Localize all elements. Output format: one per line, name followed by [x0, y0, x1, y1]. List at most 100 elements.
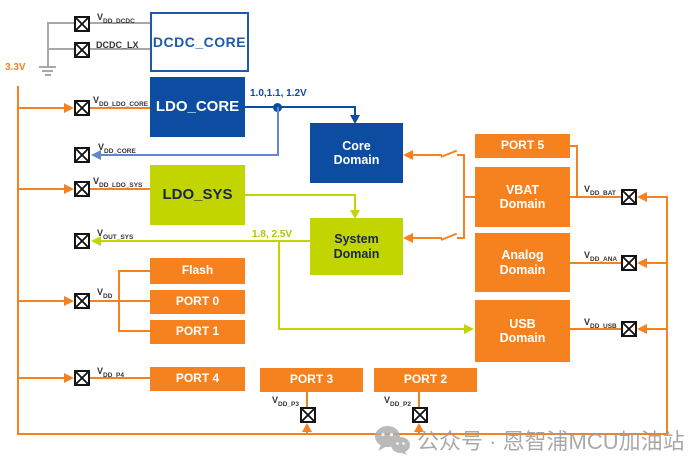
- wire-3v3-right-rail: [666, 196, 668, 435]
- wire-vdd-to-port1: [118, 330, 150, 332]
- pin-label-dcdc-lx: DCDC_LX: [96, 40, 139, 50]
- supply-arrow-up-icon: [9, 72, 27, 86]
- port2-label: PORT 2: [403, 372, 448, 387]
- wire-ldo-core-out: [245, 106, 356, 108]
- pin-label-vdd-core: VDD_CORE: [98, 142, 136, 155]
- arrow-into-vdd: [64, 296, 74, 306]
- wire-port2-to-pin: [418, 392, 420, 407]
- port5-label: PORT 5: [500, 138, 545, 153]
- arrow-into-vdd-p3: [302, 423, 312, 432]
- arrow-into-usb-domain: [464, 324, 474, 334]
- wire-3v3-bottom-rail: [17, 433, 668, 435]
- arrow-into-vdd-bat: [637, 192, 647, 202]
- arrow-into-core-domain-top: [350, 115, 360, 124]
- pin-vdd-p3: [300, 407, 316, 423]
- usb-domain-label: USB Domain: [499, 316, 546, 345]
- pin-vout-sys: [74, 233, 90, 249]
- pin-label-vdd-p3: VDD_P3: [272, 395, 299, 408]
- ldo-core-label: LDO_CORE: [155, 98, 240, 116]
- pin-label-vdd-p4: VDD_P4: [97, 366, 124, 379]
- usb-domain-block: USB Domain: [475, 300, 570, 362]
- wire-rail-to-vdd-usb: [645, 328, 666, 330]
- vbat-domain-label: VBAT Domain: [499, 182, 546, 211]
- wire-ldo-sys-out: [245, 194, 356, 196]
- flash-block: Flash: [150, 258, 245, 284]
- wire-rail-to-vdd-bat: [645, 196, 666, 198]
- port5-block: PORT 5: [475, 134, 570, 158]
- pin-vdd-ldo-sys: [74, 181, 90, 197]
- wire-rail-to-vdd: [19, 300, 65, 302]
- wire-port5-stub: [570, 145, 578, 147]
- core-voltage-label: 1.0,1.1, 1.2V: [250, 88, 307, 99]
- arrow-into-core-domain-right: [403, 150, 413, 160]
- ground-icon: [39, 66, 56, 68]
- wire-core-switch-left: [412, 154, 442, 156]
- pin-label-vout-sys: VOUT_SYS: [97, 228, 134, 241]
- dcdc-core-block: DCDC_CORE: [150, 12, 249, 72]
- wire-vdd-core-drop: [277, 107, 279, 155]
- port4-block: PORT 4: [150, 367, 245, 391]
- system-voltage-label: 1.8, 2.5V: [252, 229, 293, 240]
- pin-label-vdd-p2: VDD_P2: [384, 395, 411, 408]
- wire-sys-switch-left: [412, 237, 442, 239]
- arrow-into-system-domain-right: [403, 233, 413, 243]
- pin-label-vdd: VDD: [97, 287, 113, 300]
- wire-rail-to-vdd-p3: [306, 430, 308, 434]
- ground-icon-low: [45, 74, 51, 76]
- wire-vdd-core-return: [100, 154, 279, 156]
- pin-label-vdd-dcdc: VDD_DCDC: [97, 12, 135, 25]
- wire-vbat-to-pin: [570, 196, 621, 198]
- wire-vdd-branch: [118, 270, 120, 332]
- port0-label: PORT 0: [175, 294, 220, 309]
- wire-ldo-core-down: [354, 106, 356, 117]
- port1-block: PORT 1: [150, 320, 245, 344]
- flash-label: Flash: [181, 263, 214, 278]
- port1-label: PORT 1: [175, 324, 220, 339]
- core-domain-block: Core Domain: [310, 123, 403, 183]
- wire-dcdc-vdd-right: [90, 22, 150, 24]
- wire-rail-to-vdd-p2: [418, 430, 420, 434]
- wire-rail-to-vdd-p4: [19, 377, 65, 379]
- wire-port3-to-pin: [306, 392, 308, 407]
- pin-label-vdd-bat: VDD_BAT: [584, 184, 616, 197]
- arrow-into-vdd-p2: [414, 423, 424, 432]
- port0-block: PORT 0: [150, 290, 245, 314]
- core-domain-label: Core Domain: [333, 138, 380, 167]
- wire-switch-trunk: [463, 154, 465, 238]
- analog-domain-label: Analog Domain: [499, 248, 546, 277]
- wire-vbat-left-stub: [464, 196, 475, 198]
- wire-3v3-left-rail: [17, 86, 19, 435]
- switch-blade-system: [440, 232, 458, 241]
- wire-rail-to-vdd-ldo-core: [19, 107, 65, 109]
- wire-dcdc-lx-right: [90, 48, 150, 50]
- ground-icon-mid: [42, 70, 53, 72]
- analog-domain-block: Analog Domain: [475, 233, 570, 292]
- wire-vout-sys: [100, 240, 310, 242]
- wire-vdd-ldo-sys-to-ldo: [90, 188, 150, 190]
- arrow-into-vdd-usb: [637, 324, 647, 334]
- pin-vdd-p2: [412, 407, 428, 423]
- arrow-into-vdd-ldo-sys: [64, 184, 74, 194]
- pin-label-vdd-ldo-core: VDD_LDO_CORE: [93, 95, 149, 108]
- arrow-into-vdd-ana: [637, 258, 647, 268]
- arrow-into-system-domain-top: [350, 210, 360, 219]
- wire-rail-to-vdd-ldo-sys: [19, 188, 65, 190]
- port2-block: PORT 2: [374, 368, 477, 392]
- ldo-sys-label: LDO_SYS: [162, 186, 233, 204]
- wire-rail-to-vdd-ana: [645, 262, 666, 264]
- watermark-text: 公众号 · 恩智浦MCU加油站: [417, 429, 685, 454]
- wire-vdd-p4-to-port4: [90, 377, 150, 379]
- pin-dcdc-lx: [74, 42, 90, 58]
- ldo-sys-block: LDO_SYS: [150, 165, 245, 225]
- watermark: 公众号 · 恩智浦MCU加油站: [374, 424, 685, 456]
- port3-label: PORT 3: [289, 372, 334, 387]
- wire-vdd-ldo-core-to-ldo: [90, 107, 150, 109]
- wire-vdd-to-flash: [118, 270, 150, 272]
- wire-sys-to-usb: [278, 328, 464, 330]
- system-domain-label: System Domain: [333, 232, 380, 261]
- system-domain-block: System Domain: [310, 218, 403, 275]
- pin-vdd: [74, 293, 90, 309]
- pin-vdd-usb: [621, 321, 637, 337]
- supply-voltage-label: 3.3V: [5, 62, 26, 73]
- wire-sys-to-usb-drop: [278, 240, 280, 330]
